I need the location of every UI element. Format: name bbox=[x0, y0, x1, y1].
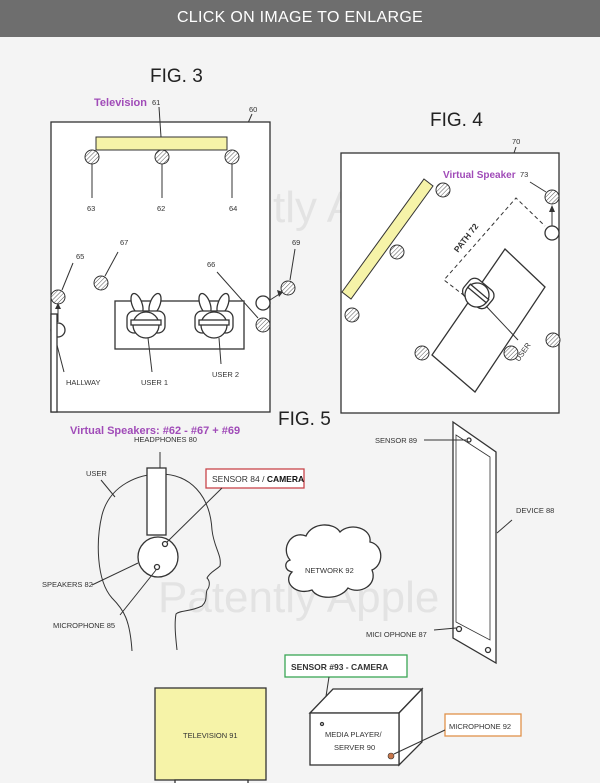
speaker bbox=[389, 244, 405, 260]
speakers-82-label: SPEAKERS 82 bbox=[42, 580, 93, 589]
television-label: TELEVISION 91 bbox=[183, 731, 238, 740]
media-player-90 bbox=[309, 712, 400, 766]
fig-5-title: FIG. 5 bbox=[278, 409, 331, 430]
microphone-85-dot bbox=[153, 563, 161, 571]
device-88-label: DEVICE 88 bbox=[516, 506, 554, 515]
label-69: 69 bbox=[292, 238, 300, 247]
label-67: 67 bbox=[120, 238, 128, 247]
network-cloud bbox=[285, 524, 382, 598]
user-2-figure bbox=[194, 292, 234, 339]
sensor-93-box bbox=[284, 654, 408, 678]
label-66: 66 bbox=[207, 260, 215, 269]
speaker-67 bbox=[93, 275, 109, 291]
room-ref: 60 bbox=[249, 105, 257, 114]
microphone-87-dot bbox=[455, 625, 463, 633]
label-64: 64 bbox=[229, 204, 237, 213]
headphones-label: HEADPHONES 80 bbox=[134, 435, 197, 444]
speaker bbox=[344, 307, 360, 323]
television-stand bbox=[174, 779, 249, 783]
speaker-62 bbox=[154, 149, 170, 165]
speaker-64 bbox=[224, 149, 240, 165]
media-player-label-2: SERVER 90 bbox=[334, 743, 375, 752]
headphone-band bbox=[146, 467, 167, 536]
network-label: NETWORK 92 bbox=[305, 566, 354, 575]
label-62: 62 bbox=[157, 204, 165, 213]
speaker bbox=[414, 345, 430, 361]
microphone-92-dot bbox=[387, 752, 395, 760]
television-91 bbox=[154, 687, 267, 781]
device-88 bbox=[452, 420, 497, 665]
sensor-93-dot bbox=[319, 721, 325, 727]
sensor-84-box bbox=[205, 468, 305, 489]
user-2-label: USER 2 bbox=[212, 370, 239, 379]
virtual-speaker-label: Virtual Speaker bbox=[443, 170, 516, 181]
device-screen bbox=[455, 434, 491, 641]
sensor-93-label: SENSOR #93 - CAMERA bbox=[291, 662, 388, 672]
speaker-65 bbox=[50, 289, 66, 305]
user-1-label: USER 1 bbox=[141, 378, 168, 387]
television-label: Television bbox=[94, 97, 147, 109]
user-label: USER bbox=[86, 469, 107, 478]
speaker bbox=[503, 345, 519, 361]
virtual-speakers-caption: Virtual Speakers: #62 - #67 + #69 bbox=[70, 425, 240, 437]
hallway-label: HALLWAY bbox=[66, 378, 100, 387]
couch bbox=[431, 248, 546, 393]
head-outline bbox=[97, 473, 221, 652]
speaker bbox=[545, 332, 561, 348]
speaker bbox=[435, 182, 451, 198]
device-button bbox=[484, 646, 492, 654]
microphone-92-label: MICROPHONE 92 bbox=[449, 722, 511, 731]
speaker-66 bbox=[255, 317, 271, 333]
microphone-92-box bbox=[444, 713, 522, 737]
sensor-84-label: SENSOR 84 / CAMERA bbox=[212, 474, 304, 484]
enlarge-banner[interactable]: CLICK ON IMAGE TO ENLARGE bbox=[0, 0, 600, 37]
room-ref-70: 70 bbox=[512, 137, 520, 146]
media-player-label-1: MEDIA PLAYER/ bbox=[325, 730, 382, 739]
speaker-69 bbox=[280, 280, 296, 296]
hallway-wall bbox=[50, 313, 58, 413]
virtual-speaker-ref: 73 bbox=[520, 170, 528, 179]
ear-cup bbox=[137, 536, 179, 578]
sensor-84-dot bbox=[161, 540, 169, 548]
fig-3-title: FIG. 3 bbox=[150, 66, 203, 87]
speaker-position bbox=[544, 225, 560, 241]
label-65: 65 bbox=[76, 252, 84, 261]
television-bar bbox=[95, 136, 228, 151]
path-72 bbox=[443, 197, 546, 301]
television-bar bbox=[341, 178, 434, 300]
microphone-87-label: MICI OPHONE 87 bbox=[366, 630, 427, 639]
speaker-position bbox=[255, 295, 271, 311]
user-1-figure bbox=[126, 292, 166, 339]
fig-3: FIG. 3 Television 61 60 63 62 64 65 67 6… bbox=[50, 66, 300, 437]
fig-4: FIG. 4 70 Virtual Speaker 73 PATH 72 USE… bbox=[340, 110, 561, 414]
label-63: 63 bbox=[87, 204, 95, 213]
speaker-63 bbox=[84, 149, 100, 165]
fig-4-title: FIG. 4 bbox=[430, 110, 483, 131]
user-figure bbox=[461, 277, 495, 310]
room-60 bbox=[50, 121, 271, 413]
sensor-89-label: SENSOR 89 bbox=[375, 436, 417, 445]
fig-5: FIG. 5 HEADPHONES 80 USER SENSOR 84 / CA… bbox=[42, 409, 554, 783]
sensor-89-dot bbox=[466, 437, 472, 443]
virtual-speaker-73 bbox=[544, 189, 560, 205]
television-ref: 61 bbox=[152, 98, 160, 107]
microphone-85-label: MICROPHONE 85 bbox=[53, 621, 115, 630]
